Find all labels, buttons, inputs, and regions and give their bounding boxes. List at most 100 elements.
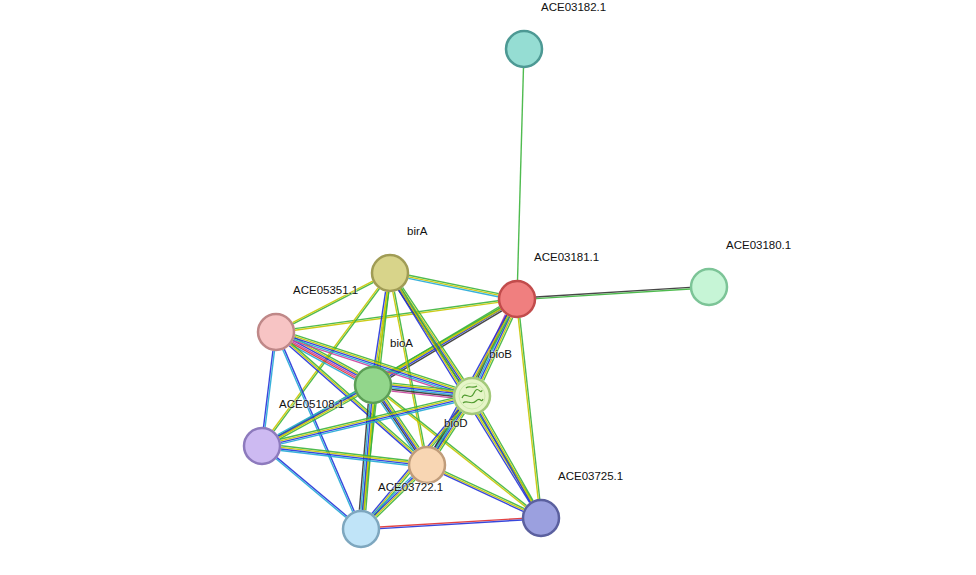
node-shape bbox=[454, 378, 490, 414]
node-shape bbox=[506, 31, 542, 67]
protein-node: ACE03180.1 bbox=[689, 267, 729, 307]
protein-label: birA bbox=[407, 225, 427, 237]
evidence-strand bbox=[281, 449, 408, 464]
evidence-strand bbox=[380, 520, 522, 529]
node-circle bbox=[242, 426, 282, 466]
protein-node: bioB bbox=[452, 376, 492, 416]
evidence-strand bbox=[277, 458, 347, 517]
interaction-edge bbox=[518, 68, 524, 280]
protein-node: ACE03182.1 bbox=[504, 29, 544, 69]
node-circle bbox=[370, 253, 410, 293]
evidence-strand bbox=[276, 459, 346, 518]
protein-label: ACE05351.1 bbox=[293, 284, 358, 296]
interaction-edge bbox=[435, 315, 510, 449]
evidence-strand bbox=[281, 447, 408, 462]
evidence-strand bbox=[481, 317, 510, 380]
evidence-strand bbox=[408, 278, 498, 296]
evidence-strand bbox=[520, 318, 540, 499]
evidence-strand bbox=[264, 351, 273, 427]
evidence-strand bbox=[280, 396, 358, 439]
evidence-strand bbox=[481, 413, 531, 502]
interaction-edge bbox=[264, 351, 275, 427]
evidence-strand bbox=[409, 277, 499, 295]
node-circle bbox=[256, 312, 296, 352]
evidence-strand bbox=[392, 389, 453, 396]
interaction-edge bbox=[280, 398, 454, 444]
interaction-edge bbox=[518, 318, 539, 499]
protein-node: birA bbox=[370, 253, 410, 293]
protein-label: ACE03722.1 bbox=[378, 481, 443, 493]
evidence-strand bbox=[279, 395, 357, 438]
node-shape bbox=[523, 500, 559, 536]
evidence-strand bbox=[480, 413, 530, 502]
evidence-strand bbox=[391, 391, 452, 398]
protein-node: bioA bbox=[353, 365, 393, 405]
evidence-strand bbox=[280, 398, 453, 439]
node-circle bbox=[497, 279, 537, 319]
evidence-strand bbox=[293, 281, 373, 323]
evidence-strand bbox=[483, 412, 533, 501]
node-circle bbox=[341, 509, 381, 549]
interaction-edge bbox=[380, 518, 522, 528]
node-shape bbox=[244, 428, 280, 464]
node-shape bbox=[691, 269, 727, 305]
evidence-strand bbox=[518, 318, 538, 499]
protein-node: ACE03722.1 bbox=[341, 509, 381, 549]
evidence-strand bbox=[400, 289, 531, 502]
interaction-edge bbox=[435, 410, 465, 451]
protein-node: ACE05351.1 bbox=[256, 312, 296, 352]
protein-label: ACE03180.1 bbox=[726, 239, 791, 251]
interaction-edge bbox=[391, 383, 453, 398]
evidence-strand bbox=[386, 399, 419, 448]
protein-node: ACE03725.1 bbox=[521, 498, 561, 538]
node-shape bbox=[355, 367, 391, 403]
protein-node: ACE03181.1 bbox=[497, 279, 537, 319]
evidence-strand bbox=[380, 518, 522, 527]
evidence-strand bbox=[265, 351, 274, 427]
protein-label: bioD bbox=[444, 417, 468, 429]
interaction-edge bbox=[444, 472, 525, 512]
evidence-strand bbox=[444, 474, 524, 511]
evidence-strand bbox=[403, 287, 464, 378]
node-shape bbox=[409, 447, 445, 483]
evidence-strand bbox=[281, 451, 408, 466]
protein-label: ACE03182.1 bbox=[541, 1, 606, 13]
evidence-strand bbox=[436, 316, 508, 449]
protein-node: bioD bbox=[407, 445, 447, 485]
protein-label: ACE05108.1 bbox=[279, 398, 344, 410]
node-shape bbox=[372, 255, 408, 291]
interaction-edge bbox=[276, 458, 347, 518]
node-circle bbox=[689, 267, 729, 307]
node-circle bbox=[407, 445, 447, 485]
structure-image bbox=[459, 383, 485, 409]
node-circle bbox=[521, 498, 561, 538]
evidence-strand bbox=[399, 290, 530, 503]
interaction-edge bbox=[536, 287, 690, 298]
node-circle bbox=[452, 376, 492, 416]
protein-label: bioA bbox=[390, 337, 413, 349]
evidence-strand bbox=[409, 275, 499, 293]
evidence-strand bbox=[536, 289, 690, 299]
evidence-strand bbox=[435, 315, 507, 448]
node-circle bbox=[353, 365, 393, 405]
node-circle bbox=[504, 29, 544, 69]
interaction-edge bbox=[480, 412, 533, 502]
node-shape bbox=[499, 281, 535, 317]
evidence-strand bbox=[536, 287, 690, 297]
evidence-strand bbox=[444, 473, 524, 510]
protein-label: ACE03181.1 bbox=[534, 251, 599, 263]
evidence-strand bbox=[445, 472, 525, 509]
evidence-strand bbox=[482, 317, 511, 380]
interaction-edge bbox=[281, 446, 409, 465]
interaction-edge bbox=[399, 288, 533, 502]
protein-node: ACE05108.1 bbox=[242, 426, 282, 466]
evidence-strand bbox=[293, 282, 373, 324]
evidence-strand bbox=[518, 68, 524, 280]
interaction-edge bbox=[293, 281, 374, 324]
interaction-edge bbox=[476, 315, 512, 381]
interaction-edge bbox=[408, 275, 498, 297]
evidence-strand bbox=[291, 345, 355, 380]
protein-label: ACE03725.1 bbox=[558, 470, 623, 482]
